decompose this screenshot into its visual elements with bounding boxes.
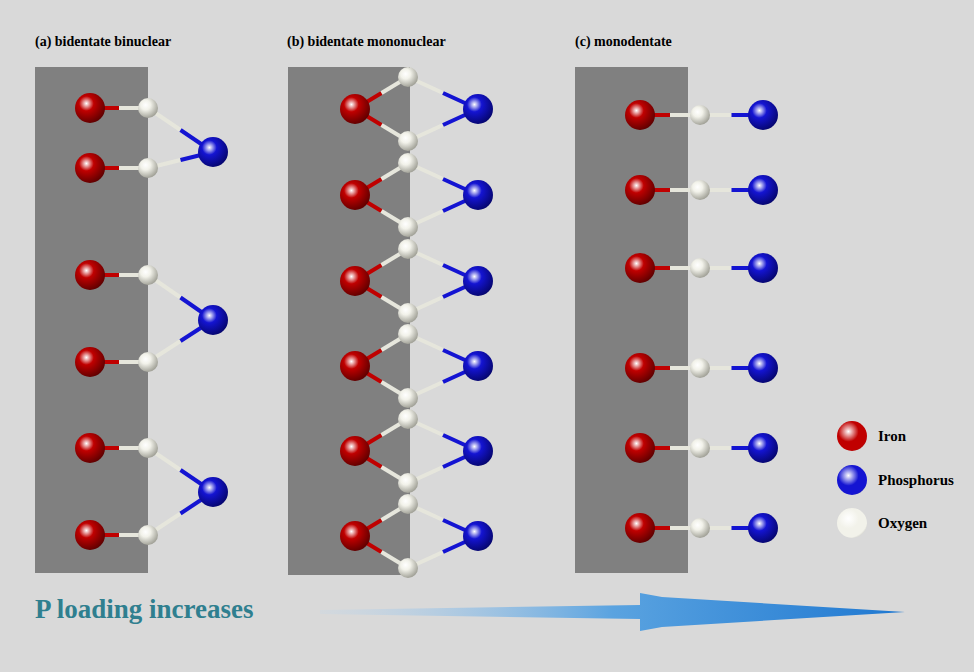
oxygen-atom bbox=[138, 525, 158, 545]
phosphorus-atom bbox=[748, 253, 778, 283]
oxygen-atom bbox=[138, 352, 158, 372]
surface-panel bbox=[288, 67, 410, 575]
legend-swatch bbox=[837, 421, 867, 451]
oxygen-atom bbox=[690, 358, 710, 378]
oxygen-atom bbox=[398, 388, 418, 408]
phosphorus-atom bbox=[748, 175, 778, 205]
iron-atom bbox=[75, 520, 105, 550]
legend-swatch bbox=[837, 465, 867, 495]
oxygen-atom bbox=[398, 239, 418, 259]
direction-arrow bbox=[320, 593, 905, 631]
iron-atom bbox=[625, 100, 655, 130]
legend-label: Iron bbox=[878, 428, 906, 445]
iron-atom bbox=[625, 253, 655, 283]
oxygen-atom bbox=[138, 98, 158, 118]
panel-title: (b) bidentate mononuclear bbox=[287, 34, 446, 50]
phosphorus-atom bbox=[748, 513, 778, 543]
panel-title: (a) bidentate binuclear bbox=[35, 34, 171, 50]
oxygen-atom bbox=[138, 438, 158, 458]
phosphorus-atom bbox=[748, 100, 778, 130]
legend-label: Phosphorus bbox=[878, 472, 954, 489]
iron-atom bbox=[340, 436, 370, 466]
oxygen-atom bbox=[398, 217, 418, 237]
oxygen-atom bbox=[690, 438, 710, 458]
phosphorus-atom bbox=[198, 137, 228, 167]
oxygen-atom bbox=[138, 265, 158, 285]
oxygen-atom bbox=[138, 158, 158, 178]
surface-panel bbox=[575, 67, 688, 573]
phosphorus-atom bbox=[748, 433, 778, 463]
oxygen-atom bbox=[398, 324, 418, 344]
axis-label: P loading increases bbox=[35, 594, 254, 625]
iron-atom bbox=[75, 260, 105, 290]
iron-atom bbox=[75, 347, 105, 377]
phosphorus-atom bbox=[463, 521, 493, 551]
surface-panel bbox=[35, 67, 148, 573]
oxygen-atom bbox=[690, 518, 710, 538]
phosphorus-atom bbox=[198, 305, 228, 335]
iron-atom bbox=[625, 353, 655, 383]
iron-atom bbox=[75, 153, 105, 183]
oxygen-atom bbox=[690, 180, 710, 200]
iron-atom bbox=[340, 521, 370, 551]
phosphorus-atom bbox=[463, 436, 493, 466]
oxygen-atom bbox=[398, 303, 418, 323]
oxygen-atom bbox=[398, 409, 418, 429]
phosphorus-atom bbox=[748, 353, 778, 383]
legend-swatch bbox=[837, 508, 867, 538]
phosphorus-atom bbox=[463, 266, 493, 296]
iron-atom bbox=[75, 433, 105, 463]
iron-atom bbox=[340, 180, 370, 210]
phosphorus-atom bbox=[463, 180, 493, 210]
oxygen-atom bbox=[690, 258, 710, 278]
panel-title: (c) monodentate bbox=[575, 34, 672, 50]
oxygen-atom bbox=[398, 153, 418, 173]
oxygen-atom bbox=[690, 105, 710, 125]
phosphorus-atom bbox=[198, 477, 228, 507]
iron-atom bbox=[625, 175, 655, 205]
iron-atom bbox=[625, 513, 655, 543]
iron-atom bbox=[625, 433, 655, 463]
legend-label: Oxygen bbox=[878, 515, 927, 532]
phosphorus-atom bbox=[463, 351, 493, 381]
iron-atom bbox=[75, 93, 105, 123]
oxygen-atom bbox=[398, 473, 418, 493]
oxygen-atom bbox=[398, 67, 418, 87]
oxygen-atom bbox=[398, 494, 418, 514]
iron-atom bbox=[340, 351, 370, 381]
oxygen-atom bbox=[398, 558, 418, 578]
phosphorus-atom bbox=[463, 94, 493, 124]
iron-atom bbox=[340, 94, 370, 124]
iron-atom bbox=[340, 266, 370, 296]
oxygen-atom bbox=[398, 131, 418, 151]
